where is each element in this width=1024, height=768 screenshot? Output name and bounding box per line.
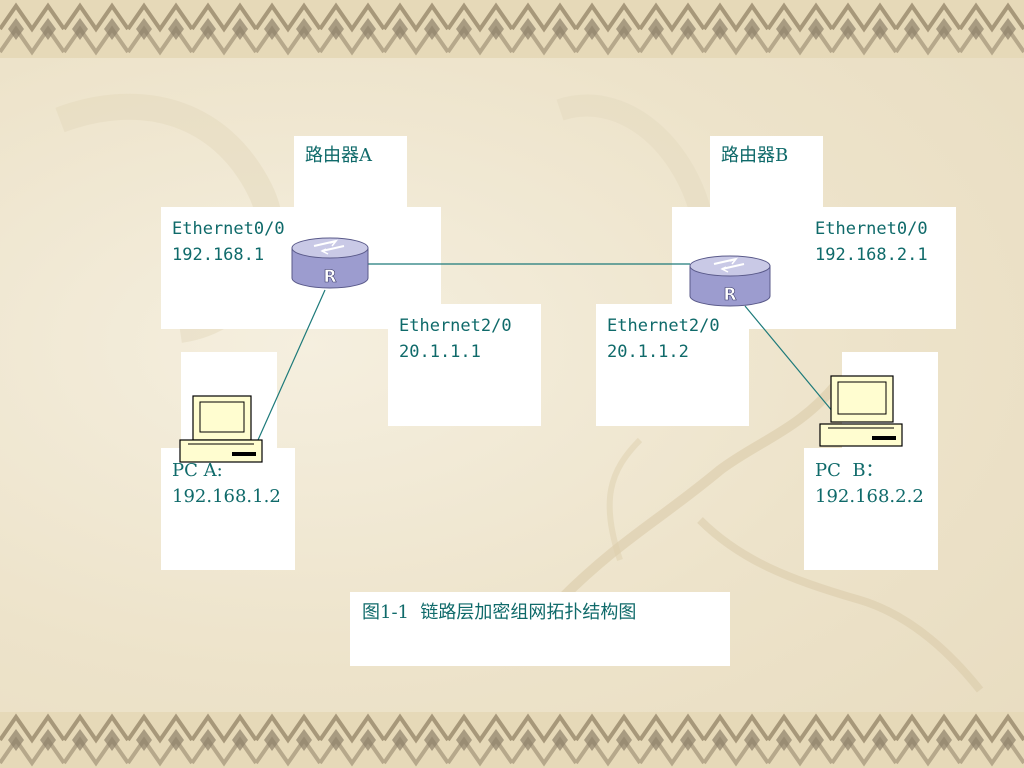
bottom-decorative-border	[0, 712, 1024, 768]
router-b-pc-b-link	[744, 305, 839, 419]
router-b-eth2-ip: 20.1.1.2	[607, 342, 689, 362]
top-decorative-border	[0, 0, 1024, 58]
router-b-letter: R	[723, 285, 736, 305]
router-a-title-box	[294, 136, 407, 214]
router-a-title: 路由器A	[305, 145, 372, 166]
router-a-eth2-box	[388, 304, 541, 426]
pc-b-name: PC B：	[815, 460, 884, 481]
pc-a-icon	[179, 395, 263, 463]
router-b-title: 路由器B	[721, 145, 789, 166]
router-b-eth0-ip: 192.168.2.1	[815, 245, 928, 265]
router-a-eth2-name: Ethernet2/0	[399, 316, 512, 336]
figure-caption: 图1-1 链路层加密组网拓扑结构图	[362, 602, 637, 623]
router-b-title-box	[710, 136, 823, 214]
router-a-eth0-ip: 192.168.1	[172, 245, 265, 265]
router-b-icon: R	[689, 255, 771, 307]
pc-b-ip: 192.168.2.2	[815, 486, 924, 507]
router-a-eth2-ip: 20.1.1.1	[399, 342, 481, 362]
router-a-pc-a-link	[257, 289, 326, 441]
router-b-eth2-name: Ethernet2/0	[607, 316, 720, 336]
pc-b-icon	[819, 375, 903, 447]
router-b-eth2-box	[596, 304, 749, 426]
router-b-eth0-name: Ethernet0/0	[815, 219, 928, 239]
pc-a-name: PC A:	[172, 460, 223, 481]
caption-box	[350, 592, 730, 666]
pc-b-label-box	[804, 448, 938, 570]
pc-a-label-box	[161, 448, 295, 570]
pc-a-ip: 192.168.1.2	[172, 486, 281, 507]
router-a-icon: R	[291, 237, 369, 289]
router-a-letter: R	[323, 267, 336, 287]
router-a-eth0-name: Ethernet0/0	[172, 219, 285, 239]
